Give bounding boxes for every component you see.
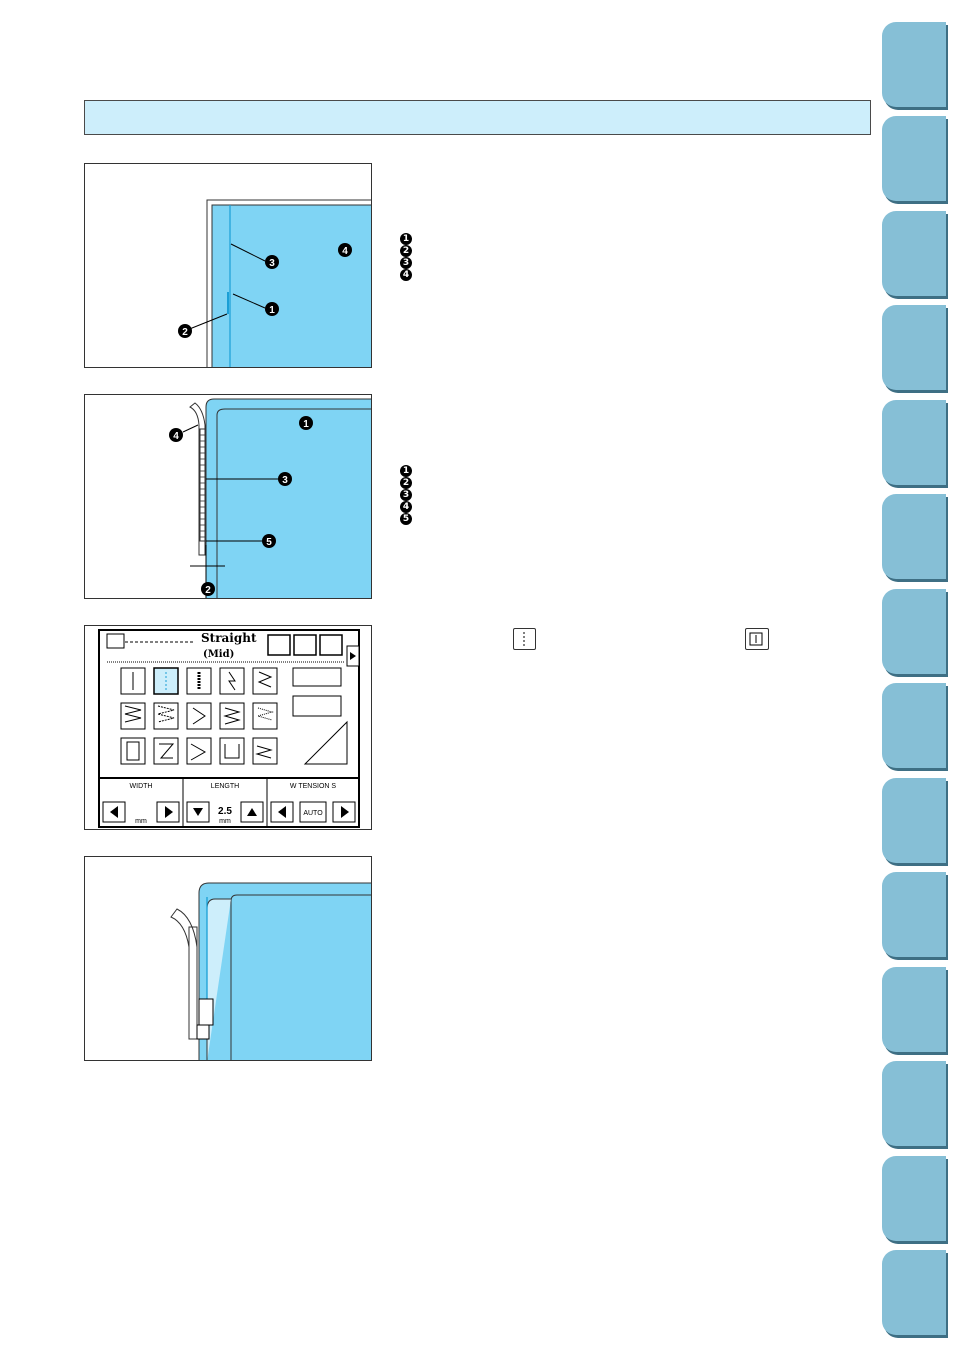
- callout-1: 1: [299, 416, 313, 430]
- length-value: 2.5: [218, 806, 232, 817]
- legend-number: 4: [400, 269, 412, 281]
- lcd-panel-illustration: Straight (Mid): [98, 629, 360, 828]
- figure-sewing-zipper: [84, 856, 372, 1061]
- stitch-option[interactable]: [186, 702, 212, 730]
- callout-2: 2: [178, 324, 192, 338]
- svg-text:4: 4: [173, 431, 179, 442]
- callout-2: 2: [201, 582, 215, 596]
- legend-item: 3: [400, 257, 412, 269]
- chapter-tab[interactable]: [882, 116, 946, 201]
- stitch-option[interactable]: [252, 667, 278, 695]
- callout-1: 1: [265, 302, 279, 316]
- width-label: WIDTH: [130, 783, 153, 790]
- length-unit: mm: [219, 818, 231, 825]
- width-unit: mm: [135, 818, 147, 825]
- legend-item: 2: [400, 245, 412, 257]
- svg-text:4: 4: [342, 246, 348, 257]
- zipper-placement-illustration: 1 4 3 5 2: [169, 398, 371, 598]
- legend-1: 1 2 3 4: [400, 233, 412, 281]
- stitch-option[interactable]: [153, 702, 179, 730]
- legend-item: 1: [400, 465, 412, 477]
- stitch-option[interactable]: [153, 737, 179, 765]
- svg-text:2: 2: [182, 327, 188, 338]
- stitch-option[interactable]: [252, 737, 278, 765]
- zipper-foot-icon: [198, 998, 214, 1026]
- scissors-icon[interactable]: [319, 634, 343, 656]
- figure-zipper-placement: 1 4 3 5 2: [84, 394, 372, 599]
- legend-item: 4: [400, 501, 412, 513]
- chapter-tab[interactable]: [882, 1250, 946, 1335]
- fabric-basting-illustration: 3 4 1 2: [178, 199, 371, 367]
- legend-2: 1 2 3 4 5: [400, 465, 412, 525]
- svg-text:1: 1: [269, 305, 275, 316]
- callout-3: 3: [265, 255, 279, 269]
- chapter-tab[interactable]: [882, 494, 946, 579]
- chapter-tab[interactable]: [882, 400, 946, 485]
- reverse-stitch-button[interactable]: [293, 634, 317, 656]
- svg-text:1: 1: [303, 419, 309, 430]
- legend-number: 2: [400, 245, 412, 257]
- chapter-tab[interactable]: [882, 1061, 946, 1146]
- section-header-bar: [84, 100, 871, 135]
- chapter-tab[interactable]: [882, 872, 946, 957]
- chapter-tab[interactable]: [882, 22, 946, 107]
- tension-auto-button[interactable]: [299, 801, 327, 823]
- svg-text:5: 5: [266, 537, 272, 548]
- legend-number: 3: [400, 489, 412, 501]
- legend-number: 2: [400, 477, 412, 489]
- legend-number: 1: [400, 465, 412, 477]
- legend-item: 5: [400, 513, 412, 525]
- figure-fabric-basting: 3 4 1 2: [84, 163, 372, 368]
- legend-number: 1: [400, 233, 412, 245]
- legend-number: 3: [400, 257, 412, 269]
- legend-item: 2: [400, 477, 412, 489]
- figure-stitch-selection-panel: Straight (Mid): [84, 625, 372, 830]
- legend-item: 4: [400, 269, 412, 281]
- svg-text:2: 2: [205, 585, 211, 596]
- straight-stitch-key-icon: [513, 628, 536, 650]
- stitch-grid: [120, 667, 278, 765]
- manual-icon[interactable]: [292, 667, 342, 687]
- chapter-tab[interactable]: [882, 589, 946, 674]
- auto-label: AUTO: [303, 810, 323, 817]
- callout-4: 4: [169, 428, 183, 442]
- stitch-option[interactable]: [219, 737, 245, 765]
- chapter-tab[interactable]: [882, 305, 946, 390]
- presser-foot-icon: [106, 633, 125, 649]
- chapter-tab[interactable]: [882, 1156, 946, 1241]
- sewing-zipper-illustration: [170, 882, 371, 1060]
- chapter-tab[interactable]: [882, 683, 946, 768]
- presser-foot-key-icon: [745, 628, 769, 650]
- page-turn-icon[interactable]: [303, 720, 348, 765]
- callout-3: 3: [278, 472, 292, 486]
- stitch-option[interactable]: [252, 702, 278, 730]
- svg-text:3: 3: [282, 475, 288, 486]
- tension-label: W TENSION S: [290, 783, 336, 790]
- legend-item: 1: [400, 233, 412, 245]
- stitch-option[interactable]: [186, 737, 212, 765]
- legend-number: 5: [400, 513, 412, 525]
- twin-needle-button[interactable]: [267, 634, 291, 656]
- stitch-name: Straight: [201, 631, 257, 645]
- callout-4: 4: [338, 243, 352, 257]
- stitch-position: (Mid): [203, 649, 234, 660]
- chapter-tab[interactable]: [882, 778, 946, 863]
- chapter-tab[interactable]: [882, 211, 946, 296]
- length-label: LENGTH: [211, 783, 239, 790]
- garment-icon[interactable]: [292, 695, 342, 717]
- callout-5: 5: [262, 534, 276, 548]
- legend-number: 4: [400, 501, 412, 513]
- svg-text:3: 3: [269, 258, 275, 269]
- legend-item: 3: [400, 489, 412, 501]
- chapter-tab[interactable]: [882, 967, 946, 1052]
